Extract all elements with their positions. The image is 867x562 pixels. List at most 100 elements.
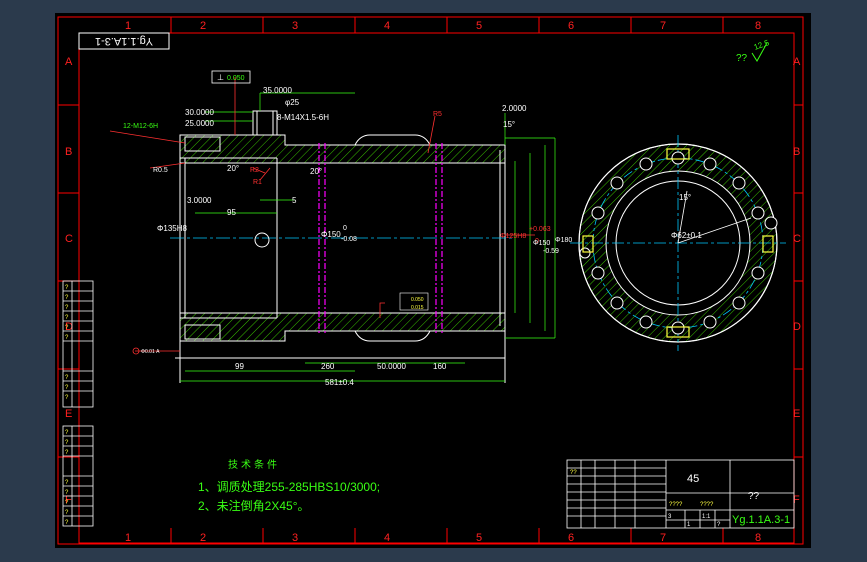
row-label-f: F	[65, 494, 72, 506]
angle-15-b: 15°	[679, 193, 691, 202]
title-material: 45	[687, 473, 699, 485]
col-label-5-bottom: 5	[476, 532, 482, 544]
left-table-label: ?	[65, 315, 69, 321]
dim-tol-059: -0.59	[543, 248, 559, 255]
dim-5: 5	[292, 196, 297, 205]
dim-tol-008: -0.08	[341, 236, 357, 243]
leader-lines	[109, 77, 535, 352]
dimension-lines	[180, 92, 556, 382]
section-view	[109, 77, 556, 383]
title-drawing-no: Yg.1.1A.3-1	[732, 514, 790, 526]
dim-phi62: Φ62±0.1	[671, 231, 702, 240]
upper-wall-hatch	[179, 134, 506, 164]
svg-text:Yg.1.1A.3-1: Yg.1.1A.3-1	[95, 35, 153, 47]
col-label-4-bottom: 4	[384, 532, 390, 544]
left-table-label: ?	[65, 305, 69, 311]
left-tol-tag: Φ0.01 A	[141, 349, 160, 355]
title-small-7: ??	[570, 470, 577, 476]
thread-top: 8-M14X1.5-6H	[277, 113, 329, 122]
row-label-e-right: E	[793, 408, 800, 420]
perp-tol: 0.050	[227, 75, 245, 82]
row-label-f-right: F	[793, 494, 800, 506]
radius-r5: R5	[433, 111, 442, 118]
left-table-label: ?	[65, 450, 69, 456]
col-label-8: 8	[755, 20, 761, 32]
dim-581: 581±0.4	[325, 378, 354, 387]
title-scale: ??	[748, 491, 760, 502]
dim-tol-0: 0	[343, 225, 347, 232]
dim-phi150-b: Φ150	[533, 240, 550, 247]
title-block	[566, 459, 795, 529]
dim-260: 260	[321, 362, 335, 371]
dim-tol-upper: +0.063	[529, 226, 551, 233]
title-small-6: ?	[717, 522, 721, 528]
left-table-label: ?	[65, 295, 69, 301]
left-table-label: ?	[65, 510, 69, 516]
dim-25: 25.0000	[185, 119, 214, 128]
row-label-b: B	[65, 146, 72, 158]
dim-99: 99	[235, 362, 244, 371]
col-label-7-bottom: 7	[660, 532, 666, 544]
angle-20-a: 20°	[227, 164, 239, 173]
title-small-4: 1:1	[702, 514, 711, 520]
cross-hole	[254, 232, 270, 248]
dim-phi150: Φ150	[321, 230, 341, 239]
end-view: Φ62±0.1 15°	[570, 135, 786, 351]
tech-line-2: 2、未注倒角2X45°。	[198, 498, 310, 513]
left-table-label: ?	[65, 285, 69, 291]
left-table-label: ?	[65, 520, 69, 526]
svg-text:??: ??	[736, 53, 748, 64]
radius-r1: R1	[253, 179, 262, 186]
geo-tol-b: 0.015	[411, 305, 424, 311]
title-small-5: 1	[687, 522, 691, 528]
dim-2: 2.0000	[502, 104, 527, 113]
tech-line-1: 1、调质处理255-285HBS10/3000;	[198, 480, 380, 494]
dim-tol-lower: 0	[535, 238, 539, 245]
left-table-label: ?	[65, 440, 69, 446]
lower-wall-hatch	[179, 312, 506, 342]
title-small-1: ????	[669, 502, 683, 508]
technical-requirements: 技术条件 1、调质处理255-285HBS10/3000; 2、未注倒角2X45…	[198, 458, 380, 513]
left-table-label: ?	[65, 325, 69, 331]
bolt-axis-lines	[318, 143, 443, 333]
roughness-symbol: ?? 12.5	[736, 38, 771, 64]
angle-15-a: 15°	[503, 120, 515, 129]
engineering-drawing: 1 2 3 4 5 6 7 8 1 2 3 4 5 6 7 8 A B C D …	[57, 16, 804, 545]
radius-r05: R0.5	[153, 167, 168, 174]
tech-title: 技术条件	[228, 458, 280, 471]
radius-r2: R2	[250, 167, 259, 174]
col-label-2: 2	[200, 20, 206, 32]
dim-35: 35.0000	[263, 86, 292, 95]
row-label-a: A	[65, 56, 73, 68]
left-table-label: ?	[65, 480, 69, 486]
left-table-label: ?	[65, 395, 69, 401]
col-label-6: 6	[568, 20, 574, 32]
title-small-2: ????	[700, 502, 714, 508]
dim-25phi: φ25	[285, 98, 300, 107]
col-label-4: 4	[384, 20, 390, 32]
dim-phi125: Φ125H8	[500, 233, 526, 240]
thread-left: 12-M12-6H	[123, 123, 158, 130]
slot-markers	[582, 148, 774, 338]
left-table-label: ?	[65, 385, 69, 391]
col-label-3-bottom: 3	[292, 532, 298, 544]
row-label-d-right: D	[793, 321, 801, 333]
svg-text:⊥: ⊥	[217, 73, 224, 82]
dim-50: 50.0000	[377, 362, 406, 371]
col-label-7: 7	[660, 20, 666, 32]
cad-viewport: 1 2 3 4 5 6 7 8 1 2 3 4 5 6 7 8 A B C D …	[55, 13, 811, 548]
left-table-label: ?	[65, 490, 69, 496]
row-label-c-right: C	[793, 233, 801, 245]
dim-phi135: Φ135H8	[157, 224, 188, 233]
left-table-label: ?	[65, 375, 69, 381]
left-table-label: ?	[65, 430, 69, 436]
left-table-label: ?	[65, 500, 69, 506]
col-label-3: 3	[292, 20, 298, 32]
svg-text:12.5: 12.5	[753, 38, 771, 52]
row-label-b-right: B	[793, 146, 800, 158]
title-small-3: 3	[668, 514, 672, 520]
dim-30: 30.0000	[185, 108, 214, 117]
angle-20-b: 20°	[310, 167, 322, 176]
rotated-drawing-number: Yg.1.1A.3-1	[78, 32, 170, 50]
dim-95: 95	[227, 208, 236, 217]
